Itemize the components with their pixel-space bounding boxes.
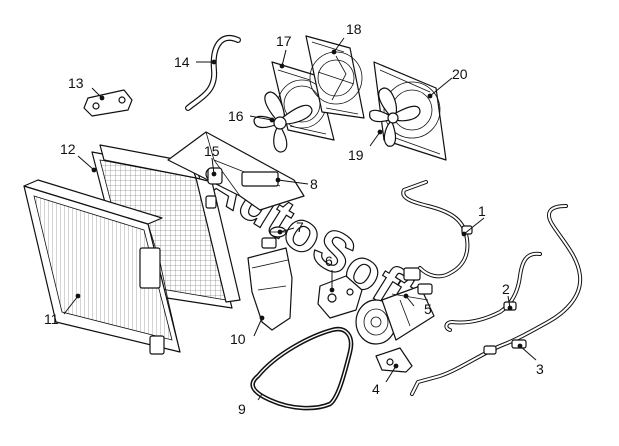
callout-12: 12 (60, 141, 76, 157)
expansion-tank (247, 237, 293, 331)
callout-16: 16 (228, 108, 244, 124)
condenser (23, 179, 181, 355)
callout-14: 14 (174, 54, 190, 70)
callout-3: 3 (536, 361, 544, 377)
callout-13: 13 (68, 75, 84, 91)
compressor-bracket (317, 275, 363, 319)
callout-6: 6 (325, 253, 333, 269)
callout-19: 19 (348, 147, 364, 163)
callout-4: 4 (372, 381, 380, 397)
callout-15: 15 (204, 143, 220, 159)
compressor-mount (375, 347, 413, 373)
callout-8: 8 (310, 176, 318, 192)
callout-10: 10 (230, 331, 246, 347)
radiator-hose (185, 35, 241, 111)
fan-shroud-b (305, 35, 365, 119)
small-bracket (83, 89, 133, 117)
ac-compressor (355, 267, 435, 345)
drive-belt (250, 326, 354, 411)
fan-blade-c (369, 87, 421, 147)
callout-9: 9 (238, 401, 246, 417)
callout-11: 11 (44, 311, 59, 327)
ac-pipe-3 (410, 204, 583, 396)
fan-blade-a (253, 91, 313, 153)
callout-20: 20 (452, 66, 468, 82)
callout-17: 17 (276, 33, 292, 49)
callout-1: 1 (478, 203, 486, 219)
callout-2: 2 (502, 281, 510, 297)
leader-lines (63, 37, 537, 401)
callout-18: 18 (346, 21, 362, 37)
callout-7: 7 (296, 219, 304, 235)
callout-5: 5 (424, 301, 432, 317)
callout-labels: 1 2 3 4 5 6 7 8 9 10 11 12 13 14 15 16 1… (44, 21, 544, 417)
